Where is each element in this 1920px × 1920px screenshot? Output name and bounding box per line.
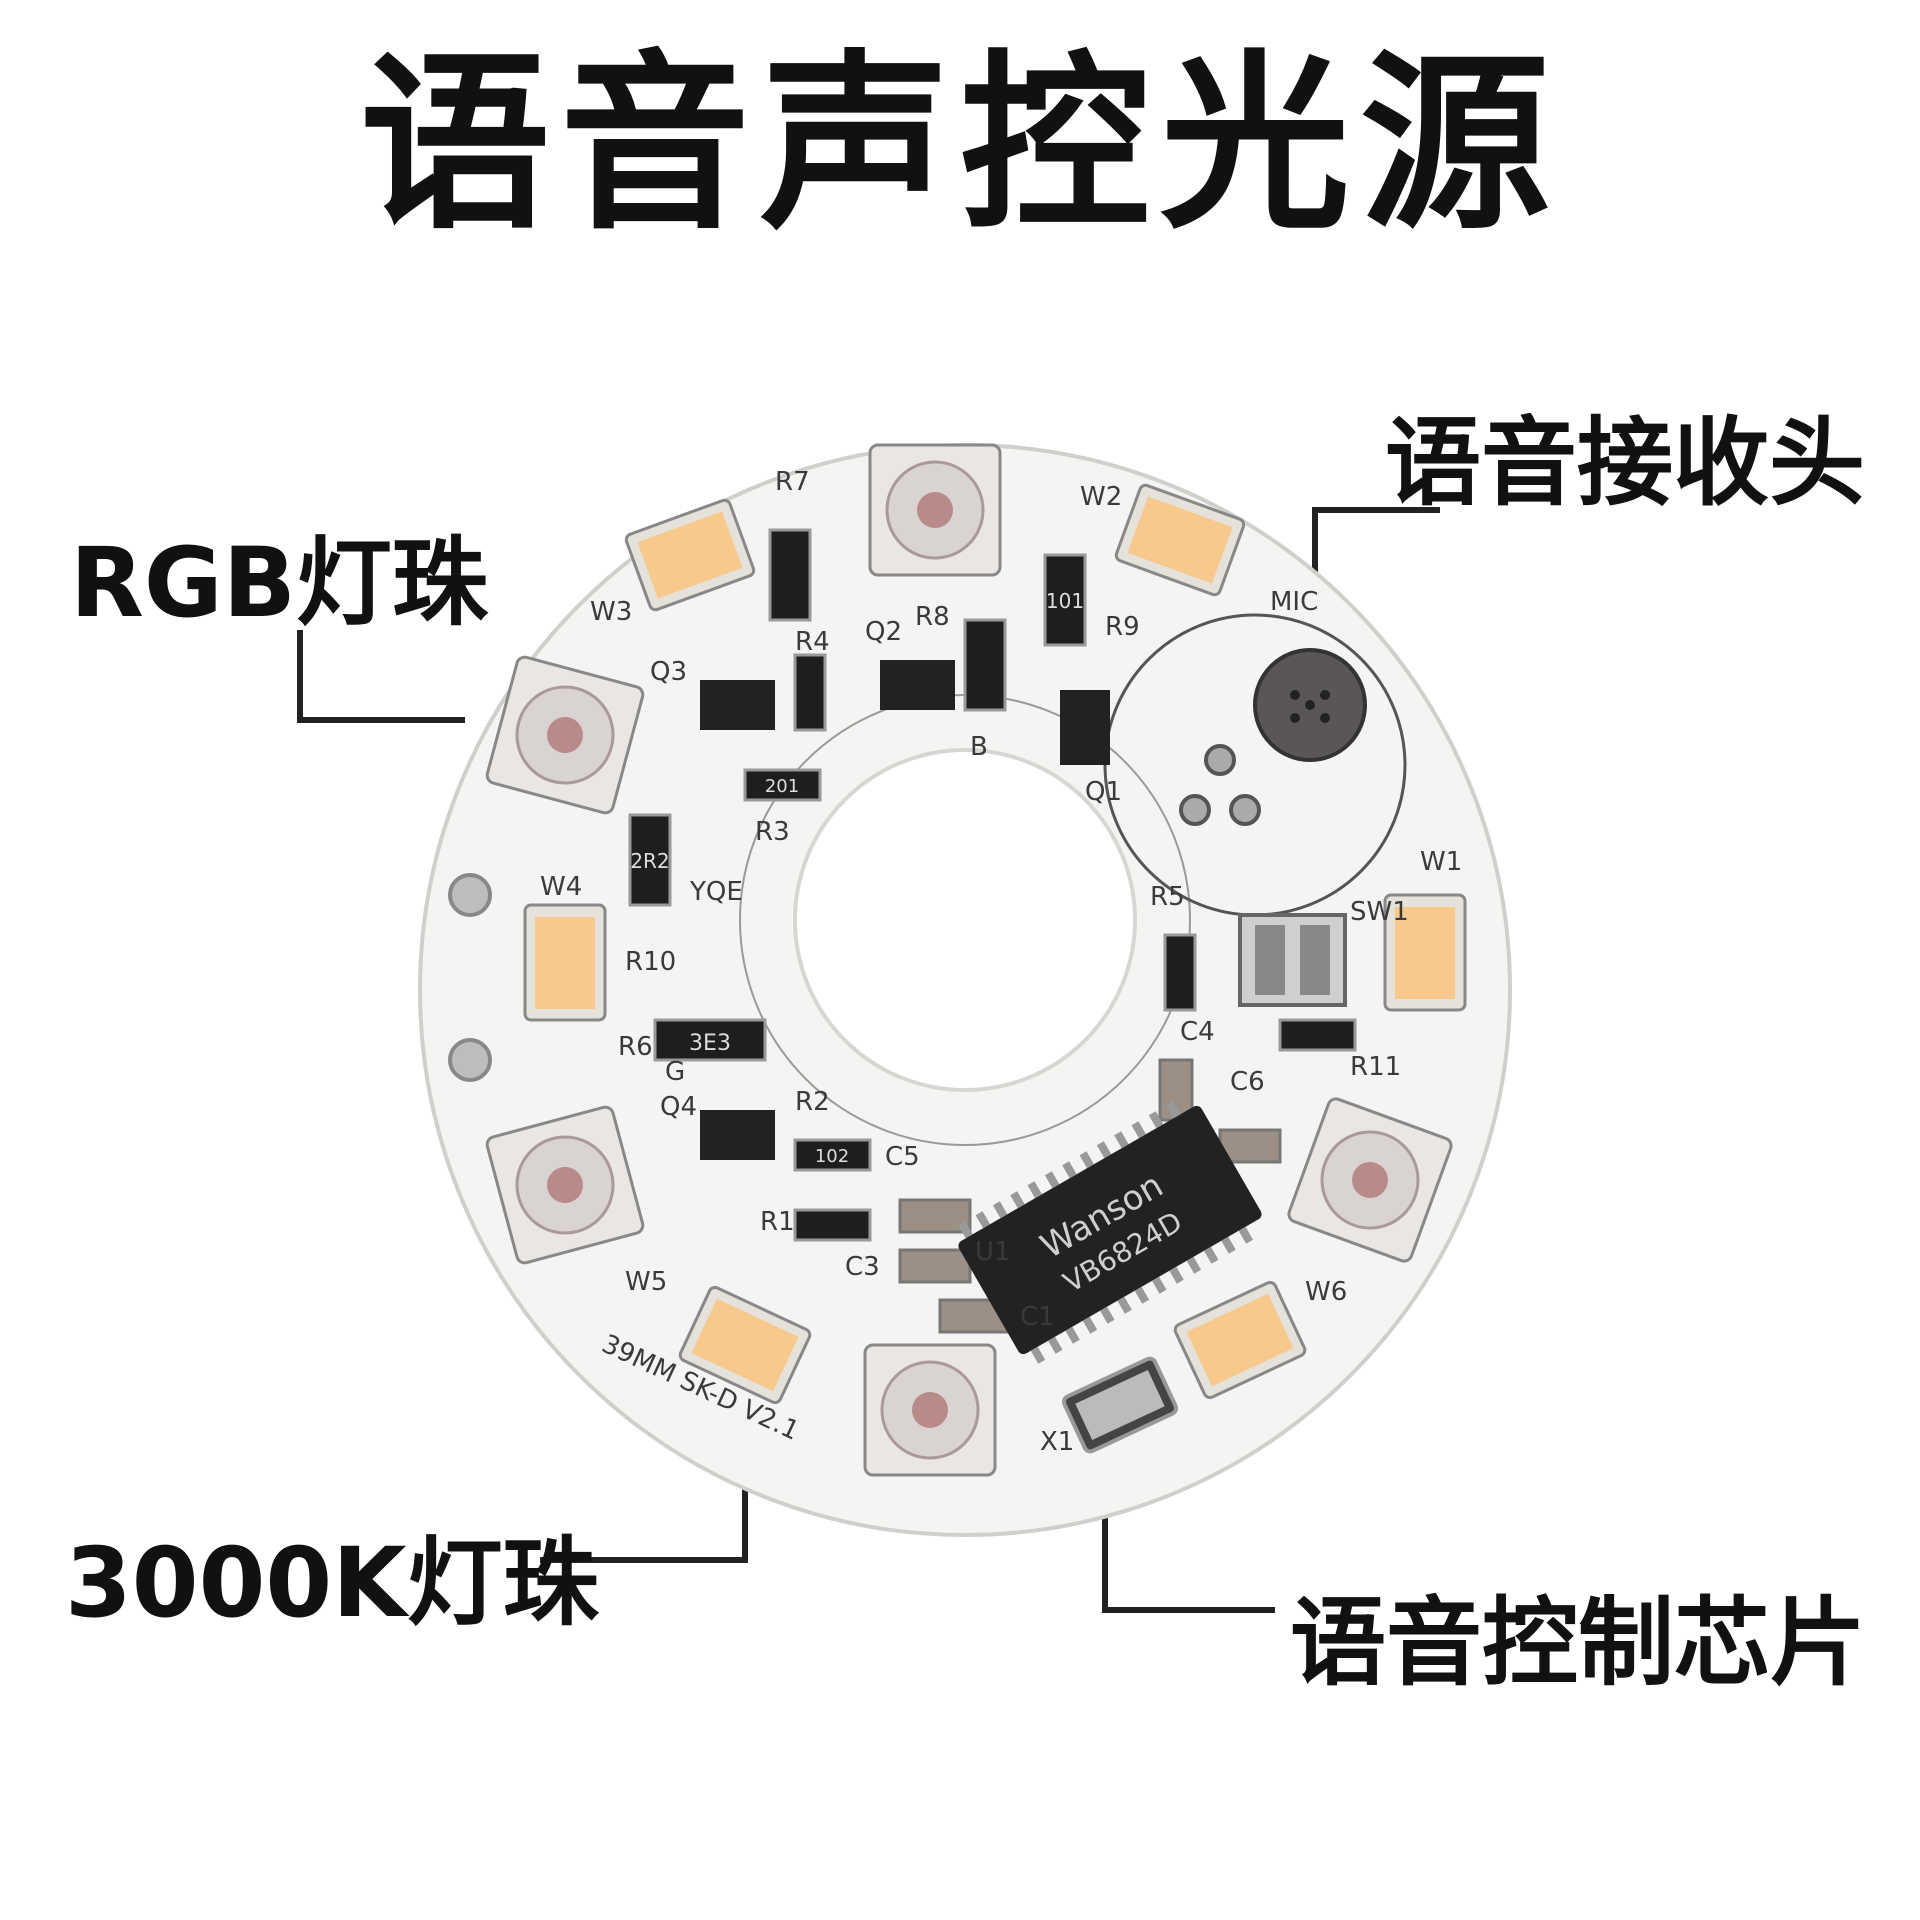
rgb-led-left xyxy=(485,655,645,815)
resistor-r5 xyxy=(1163,933,1197,1012)
silk-x1: X1 xyxy=(1040,1427,1074,1457)
silk-r2: R2 xyxy=(795,1087,830,1117)
warm-led-w3 xyxy=(624,498,756,612)
silk-c1: C1 xyxy=(1020,1302,1055,1332)
resistor-r6 xyxy=(653,1018,767,1062)
silk-q2: Q2 xyxy=(865,617,902,647)
resistor-r11 xyxy=(1278,1018,1357,1052)
resistor-r7 xyxy=(768,528,812,622)
silk-w5: W5 xyxy=(625,1267,667,1297)
silk-c6: C6 xyxy=(1230,1067,1265,1097)
silk-w6: W6 xyxy=(1305,1277,1347,1307)
silk-q3: Q3 xyxy=(650,657,687,687)
resistor-r9 xyxy=(1043,553,1087,647)
rgb-callout-line xyxy=(297,630,465,723)
capacitor-c5 xyxy=(898,1198,972,1234)
resistor-r2 xyxy=(793,1138,872,1172)
resistor-r8 xyxy=(963,618,1007,712)
silk-c5: C5 xyxy=(885,1142,920,1172)
crystal-x1 xyxy=(1061,1356,1179,1454)
callout-mic: 语音接收头 xyxy=(1385,407,1865,519)
silk-r6: R6 xyxy=(618,1032,653,1062)
silk-w4: W4 xyxy=(540,872,582,902)
silk-q4: Q4 xyxy=(660,1092,697,1122)
mic-pad-2 xyxy=(1179,794,1211,826)
transistor-q2 xyxy=(880,660,955,710)
silk-r9: R9 xyxy=(1105,612,1140,642)
callout-warm-led: 3000K灯珠 xyxy=(65,1527,599,1639)
silk-r4: R4 xyxy=(795,627,830,657)
silk-u1: U1 xyxy=(975,1237,1011,1267)
silk-g: G xyxy=(665,1057,685,1087)
silk-mic: MIC xyxy=(1270,587,1318,617)
silk-r1: R1 xyxy=(760,1207,795,1237)
warm-led-w6 xyxy=(1173,1280,1307,1400)
silk-r7: R7 xyxy=(775,467,810,497)
resistor-r4 xyxy=(793,653,827,732)
resistor-r1 xyxy=(793,1208,872,1242)
silk-w3: W3 xyxy=(590,597,632,627)
silk-c3: C3 xyxy=(845,1252,880,1282)
silk-b: B xyxy=(970,732,988,762)
resistor-r3 xyxy=(743,768,822,802)
warm-led-w5 xyxy=(678,1285,812,1405)
transistor-q4 xyxy=(700,1110,775,1160)
mic-pad-3 xyxy=(1229,794,1261,826)
silk-w2: W2 xyxy=(1080,482,1122,512)
res-3e3-text: 3E3 xyxy=(689,1031,731,1056)
rgb-led-bottom-left xyxy=(485,1105,645,1265)
silk-sw1: SW1 xyxy=(1350,897,1409,927)
silk-r10: R10 xyxy=(625,947,676,977)
rgb-led-top xyxy=(868,443,1002,577)
rgb-led-right xyxy=(1287,1097,1453,1263)
transistor-q1 xyxy=(1060,690,1110,765)
res-201-text: 201 xyxy=(765,776,799,797)
resistor-r10 xyxy=(628,813,672,907)
page-title: 语音声控光源 xyxy=(359,34,1560,255)
silk-r11: R11 xyxy=(1350,1052,1401,1082)
callout-chip: 语音控制芯片 xyxy=(1290,1587,1866,1699)
silk-q1: Q1 xyxy=(1085,777,1122,807)
silk-c4: C4 xyxy=(1180,1017,1215,1047)
res-101-text: 101 xyxy=(1046,589,1084,613)
silk-r5: R5 xyxy=(1150,882,1185,912)
rgb-led-bottom xyxy=(863,1343,997,1477)
silk-w1: W1 xyxy=(1420,847,1462,877)
silk-r8: R8 xyxy=(915,602,950,632)
mount-hole-bottom xyxy=(448,1038,492,1082)
mount-hole-top xyxy=(448,873,492,917)
warm-led-w4 xyxy=(523,903,607,1022)
warm-led-w1 xyxy=(1383,893,1467,1012)
silk-r3: R3 xyxy=(755,817,790,847)
capacitor-c3 xyxy=(898,1248,972,1284)
silk-brand: YQE xyxy=(689,877,743,907)
mic-pad-1 xyxy=(1204,744,1236,776)
transistor-q3 xyxy=(700,680,775,730)
res-2r2-text: 2R2 xyxy=(630,849,669,873)
callout-rgb-led: RGB灯珠 xyxy=(70,527,488,639)
center-hole xyxy=(793,748,1137,1092)
res-102-text: 102 xyxy=(815,1146,849,1167)
warm-led-w2 xyxy=(1114,483,1246,597)
